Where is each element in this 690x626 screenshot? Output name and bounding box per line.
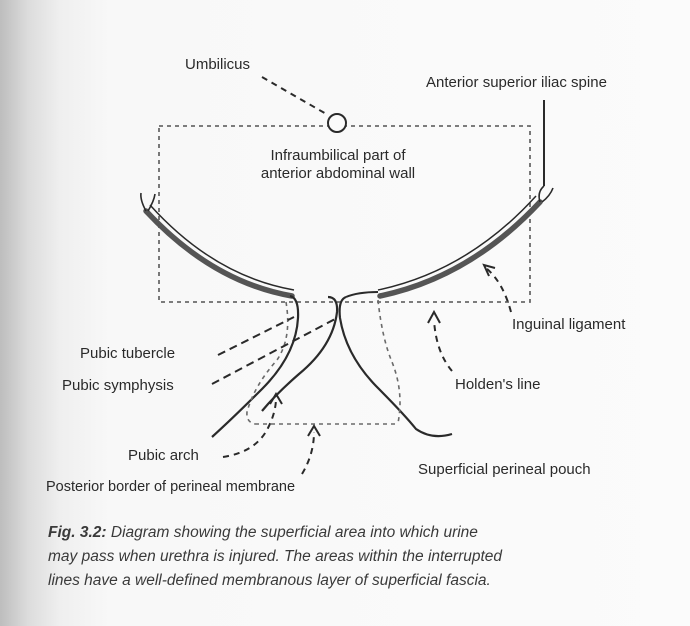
right-iliac-crest-tip xyxy=(538,185,554,203)
inguinal-ligament-label: Inguinal ligament xyxy=(512,316,626,333)
pubic-tubercle-pointer xyxy=(217,316,295,356)
pubic-arch-arrowhead xyxy=(269,392,283,405)
left-pubic-ramus xyxy=(211,294,300,438)
pubic-arch-pointer xyxy=(222,397,277,458)
left-inguinal-ligament-edge xyxy=(149,204,295,291)
umbilicus-circle xyxy=(327,113,347,133)
perineal-membrane-pointer xyxy=(301,431,315,475)
inguinal-ligament-arrowhead xyxy=(482,263,496,277)
left-pubic-symphysis-face xyxy=(261,295,339,412)
right-pubic-ramus xyxy=(338,295,453,438)
perineal-membrane-arrowhead xyxy=(307,424,321,437)
posterior-border-label: Posterior border of perineal membrane xyxy=(46,479,296,495)
caption-line-1: Fig. 3.2: Diagram showing the superficia… xyxy=(48,521,688,545)
asis-label: Anterior superior iliac spine xyxy=(426,74,607,91)
right-inguinal-ligament xyxy=(377,199,543,299)
umbilicus-pointer xyxy=(261,76,329,116)
pubic-arch-label: Pubic arch xyxy=(128,447,199,464)
holdens-line-label: Holden's line xyxy=(455,376,541,393)
holdens-line-arrowhead xyxy=(427,309,441,324)
infraumbilical-label-line1: Infraumbilical part of xyxy=(270,147,406,164)
left-membranous-boundary xyxy=(246,301,289,425)
left-inguinal-ligament xyxy=(143,208,295,299)
caption-text-1: Diagram showing the superficial area int… xyxy=(110,524,478,541)
pubic-symphysis-pointer xyxy=(211,317,338,385)
figure-caption: Fig. 3.2: Diagram showing the superficia… xyxy=(48,521,688,593)
caption-line-2: may pass when urethra is injured. The ar… xyxy=(48,548,503,565)
figure-number: Fig. 3.2: xyxy=(48,524,107,541)
pubic-tubercle-label: Pubic tubercle xyxy=(80,345,176,362)
left-iliac-crest-tip xyxy=(140,192,156,212)
pubic-symphysis-label: Pubic symphysis xyxy=(62,377,174,394)
infraumbilical-label: Infraumbilical part of anterior abdomina… xyxy=(228,147,448,183)
inguinal-ligament-pointer xyxy=(485,267,512,313)
umbilicus-label: Umbilicus xyxy=(185,56,251,73)
holdens-line-pointer xyxy=(433,319,453,372)
infraumbilical-label-line2: anterior abdominal wall xyxy=(260,165,416,182)
superficial-pouch-label: Superficial perineal pouch xyxy=(418,461,591,478)
right-inguinal-ligament-edge xyxy=(377,195,537,291)
right-pubic-top xyxy=(345,291,379,298)
caption-line-3: lines have a well-defined membranous lay… xyxy=(48,572,491,589)
right-membranous-boundary xyxy=(377,299,401,424)
